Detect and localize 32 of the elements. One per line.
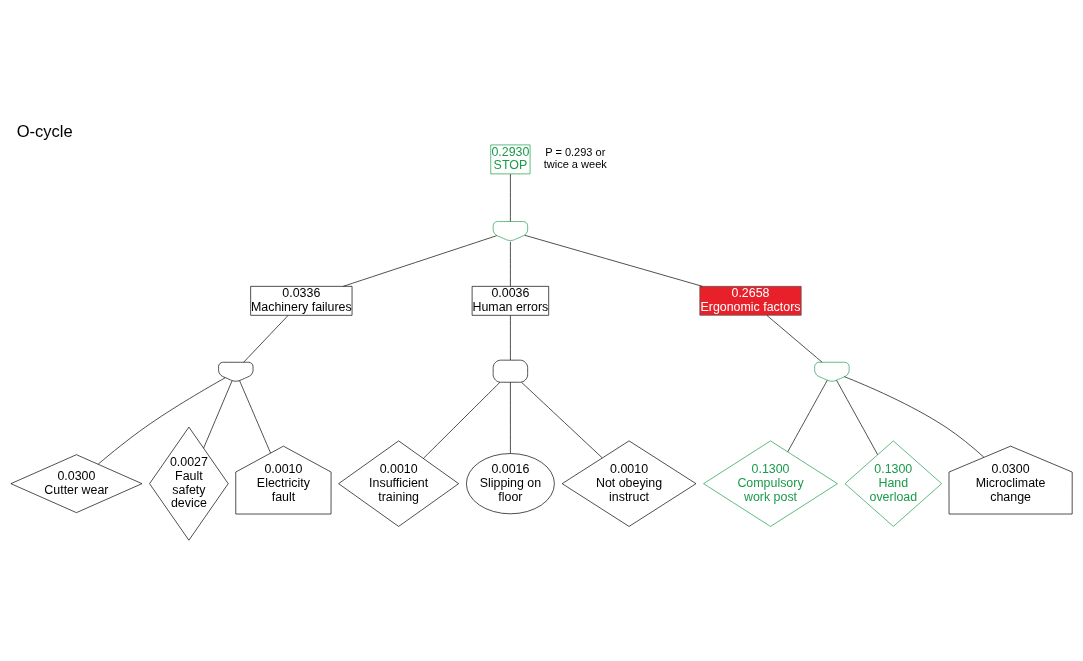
connector: [836, 379, 878, 456]
node-diamond: 0.0010 Insufficient training: [338, 440, 459, 527]
connector: [521, 382, 603, 459]
node-diamond: 0.0010 Not obeying instruct: [561, 440, 697, 527]
connector: [342, 235, 498, 287]
label: P = 0.293 or twice a week: [543, 145, 607, 171]
connector: [524, 234, 703, 287]
node-box: 0.2930 STOP: [490, 144, 531, 175]
node-box: 0.0336 Machinery failures: [250, 286, 353, 316]
node-diamond: 0.0300 Cutter wear: [10, 454, 143, 513]
connector: [203, 380, 233, 449]
connector: [239, 380, 271, 454]
node-diamond: 0.1300 Compulsory work post: [703, 440, 838, 527]
connector: [423, 382, 501, 459]
node-or-gate: [814, 361, 850, 382]
node-or-gate: [218, 361, 254, 382]
connector: [510, 315, 511, 361]
node-or-gate: [492, 221, 528, 241]
connector: [844, 376, 985, 458]
connector: [97, 377, 226, 465]
connector: [787, 379, 828, 453]
diagram-title: O-cycle: [16, 121, 73, 141]
connector: [766, 315, 823, 363]
connector: [510, 241, 511, 287]
node-box: 0.2658 Ergonomic factors: [699, 286, 802, 316]
node-ellipse: 0.0016 Slipping on floor: [466, 453, 555, 515]
node-and-gate: [492, 359, 528, 383]
node-diamond: 0.0027 Fault safety device: [149, 426, 229, 541]
connector: [243, 315, 289, 363]
connector: [510, 382, 511, 454]
node-box: 0.0036 Human errors: [471, 286, 550, 316]
node-diamond: 0.1300 Hand overload: [844, 440, 942, 527]
